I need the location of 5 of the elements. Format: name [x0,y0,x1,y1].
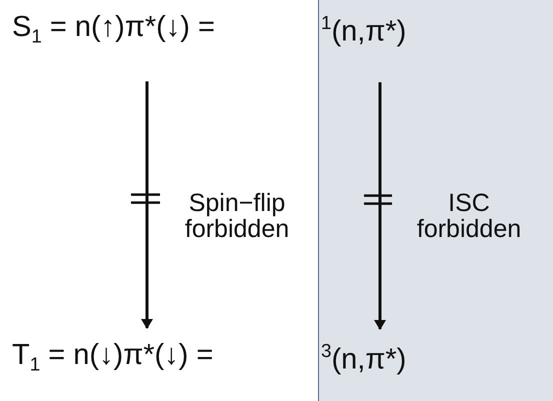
state-label: $^{1}$(n,π*) [321,13,406,48]
state-label: $^{3}$(n,π*) [321,341,406,376]
shaded-panel [318,0,553,401]
state-label: T$_{1}$ = n(↓)π*(↓) = [12,340,214,376]
state-label: S$_{1}$ = n(↑)π*(↓) = [12,12,215,48]
